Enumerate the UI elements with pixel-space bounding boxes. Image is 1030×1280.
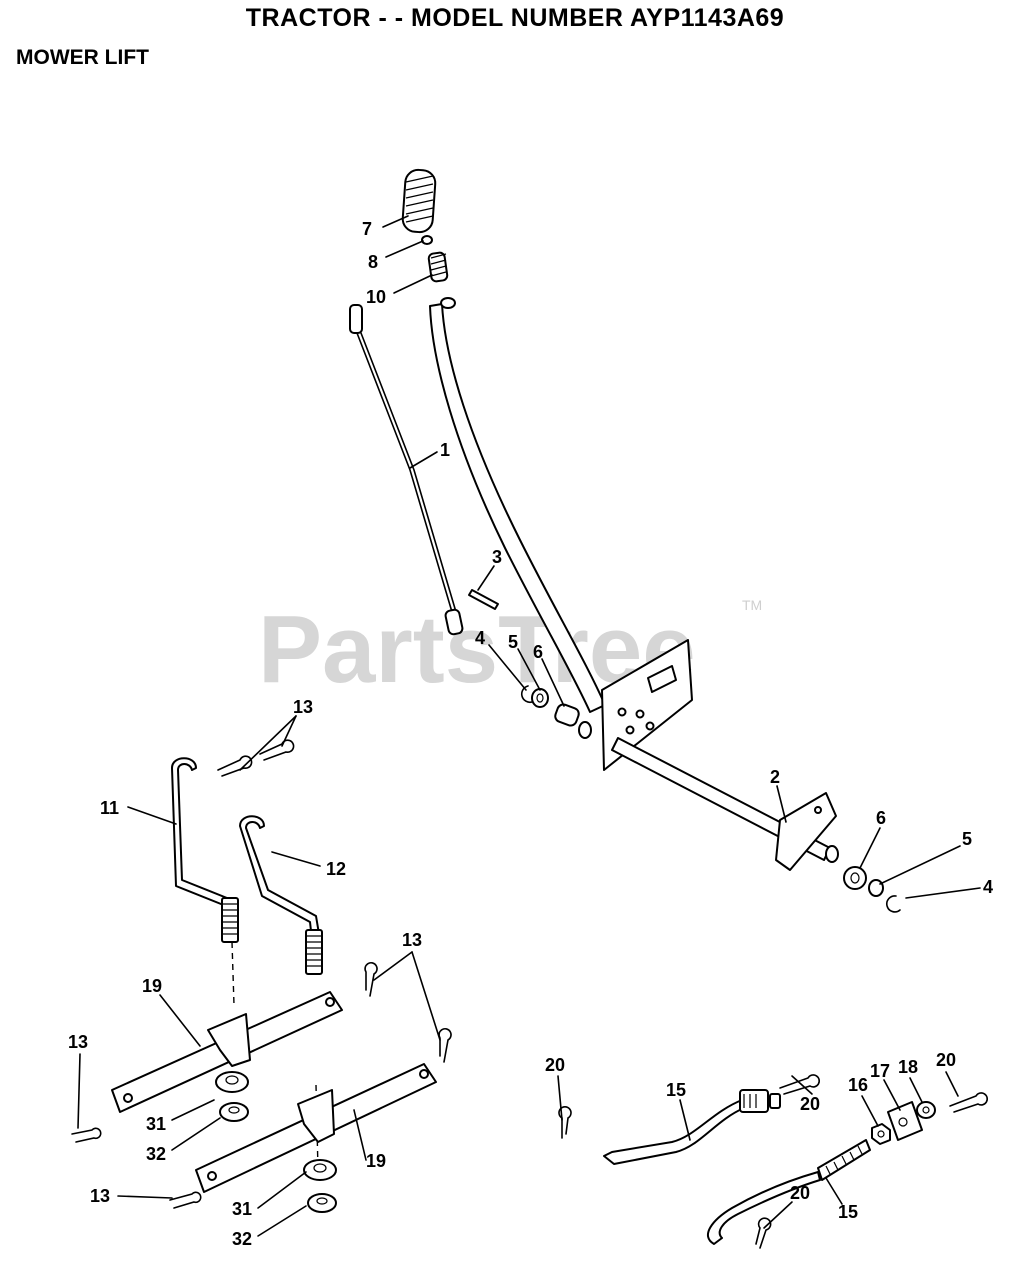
callout-19-lower: 19 [366, 1151, 386, 1171]
callout-8: 8 [368, 252, 378, 272]
ferrule-part [887, 1101, 923, 1141]
pin-part [468, 589, 499, 610]
spacer-lower-part [303, 1159, 337, 1181]
callout-11: 11 [100, 798, 119, 818]
callout-20-bottom: 20 [790, 1183, 810, 1203]
lift-arm-lower-part [195, 1063, 437, 1193]
lift-link-left-part [171, 757, 239, 943]
callout-1: 1 [440, 440, 450, 460]
callout-13-mid: 13 [402, 930, 422, 950]
callout-20-left: 20 [545, 1055, 565, 1075]
callout-7: 7 [362, 219, 372, 239]
callout-19-upper: 19 [142, 976, 162, 996]
lift-handle-tube [429, 297, 606, 713]
lift-link-right-part [239, 815, 323, 975]
assembly-line-left [231, 941, 235, 1006]
callout-16: 16 [848, 1075, 868, 1095]
callout-18: 18 [898, 1057, 918, 1077]
clip-right-part [886, 895, 901, 913]
washer-left-part [531, 688, 549, 708]
callout-3: 3 [492, 547, 502, 567]
callout-5-left: 5 [508, 632, 518, 652]
callout-4-right: 4 [983, 877, 993, 897]
grip-insert-part [421, 235, 433, 245]
lift-arm-part [775, 792, 837, 871]
lift-plate-part [601, 639, 693, 771]
callout-6-left: 6 [533, 642, 543, 662]
callout-15-upper: 15 [666, 1080, 686, 1100]
lift-arm-upper-part [111, 991, 343, 1113]
handle-grip-part [401, 168, 437, 234]
callout-6-right: 6 [876, 808, 886, 828]
callout-31-lower: 31 [232, 1199, 252, 1219]
callout-17: 17 [870, 1061, 890, 1081]
callout-10: 10 [366, 287, 386, 307]
callout-15-lower: 15 [838, 1202, 858, 1222]
callout-12: 12 [326, 859, 346, 879]
page-title: TRACTOR - - MODEL NUMBER AYP1143A69 [245, 4, 785, 32]
callout-13-bottom: 13 [90, 1186, 110, 1206]
washer-upper-part [219, 1102, 249, 1122]
lift-shaft-part [611, 737, 839, 863]
section-title: MOWER LIFT [16, 46, 149, 69]
watermark-tm: TM [742, 597, 762, 613]
callout-5-right: 5 [962, 829, 972, 849]
deck-link-lower-part [707, 1139, 871, 1245]
callout-4-left: 4 [475, 628, 485, 648]
washer-lower-part [307, 1193, 337, 1213]
callout-20-mid: 20 [800, 1094, 820, 1114]
release-rod-part [349, 304, 464, 636]
callout-32-lower: 32 [232, 1229, 252, 1249]
hairpin-clip-part [558, 1074, 989, 1249]
bushing-right-part [843, 866, 867, 890]
nut-part [871, 1123, 891, 1145]
locking-part [916, 1101, 936, 1119]
washer-right-part [868, 879, 884, 897]
deck-link-upper-part [603, 1089, 781, 1165]
callout-20-right: 20 [936, 1050, 956, 1070]
callout-13-top: 13 [293, 697, 313, 717]
bushing-left-part [554, 703, 592, 739]
callout-31-upper: 31 [146, 1114, 166, 1134]
callout-32-upper: 32 [146, 1144, 166, 1164]
spacer-upper-part [215, 1071, 249, 1093]
callout-13-left: 13 [68, 1032, 88, 1052]
clip-left-part [520, 685, 533, 704]
cotter-pin-part [71, 739, 452, 1209]
spring-part [427, 251, 449, 283]
callout-2: 2 [770, 767, 780, 787]
leader-lines [77, 215, 981, 1237]
